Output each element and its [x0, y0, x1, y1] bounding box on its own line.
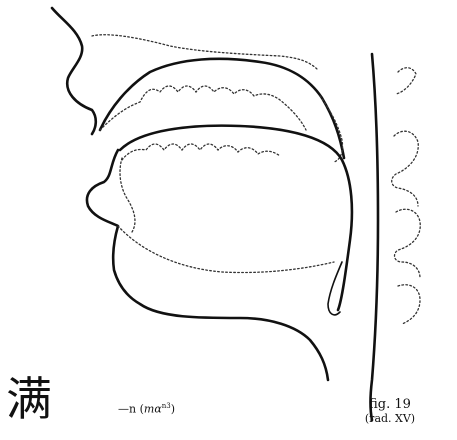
figure-caption: fig. 19 (rad. XV) — [330, 398, 450, 426]
transcription-prefix: —n — [118, 403, 136, 416]
tongue-outline — [120, 126, 352, 310]
chinese-character: 满 — [6, 376, 52, 422]
tongue-tip — [120, 158, 135, 232]
nose-outline — [52, 8, 96, 134]
phonetic-transcription: —n (mαn3) — [118, 402, 175, 416]
transcription-tone: n3 — [162, 402, 171, 410]
soft-palate — [320, 96, 343, 162]
vertebra-4 — [398, 285, 420, 324]
tongue-floor — [118, 226, 334, 273]
lower-teeth — [122, 144, 280, 160]
vertebra-3 — [395, 209, 421, 278]
transcription-close-paren: ) — [171, 403, 175, 416]
vertebra-2 — [392, 131, 419, 206]
upper-lip-inner — [92, 35, 318, 70]
lower-lip-chin — [87, 150, 328, 380]
upper-teeth — [100, 86, 306, 130]
radical-label: (rad. XV) — [330, 413, 450, 426]
figure-number: fig. 19 — [330, 398, 450, 413]
pharynx-wall — [371, 54, 379, 420]
palate-outline — [100, 59, 344, 158]
vertebra-1 — [396, 68, 416, 94]
transcription-syllable: mα — [144, 403, 162, 416]
